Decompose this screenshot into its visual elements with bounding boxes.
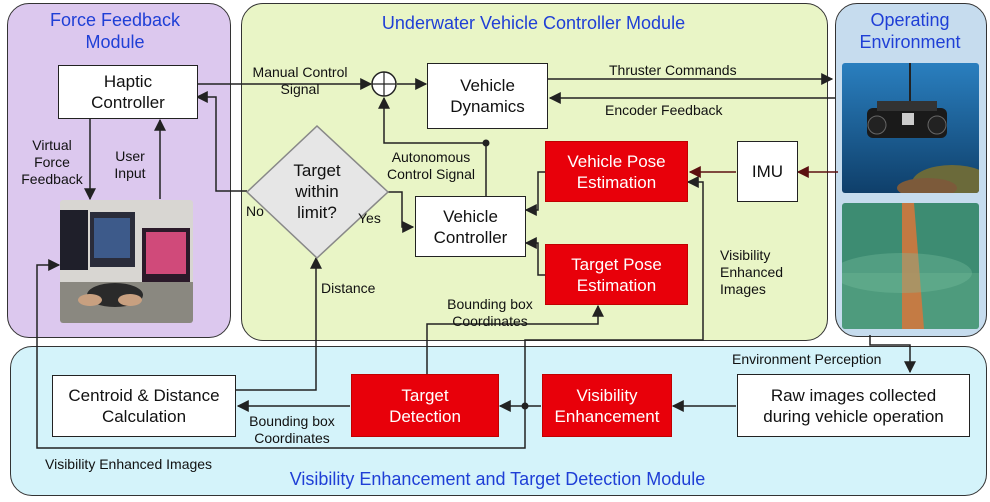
thruster-commands-label: Thruster Commands [609,62,737,78]
yes-branch-arrow [388,191,415,233]
target-pose-estimation-box: Target Pose Estimation [545,244,688,305]
user-input-label: User Input [114,148,146,181]
target-detection-box: Target Detection [351,374,499,437]
rov-photo [842,63,979,193]
vehicle-dynamics-box: Vehicle Dynamics [427,63,548,129]
centroid-distance-box: Centroid & Distance Calculation [52,375,236,437]
raw-images-box: Raw images collected during vehicle oper… [737,374,970,437]
virtual-force-label: Virtual Force Feedback [21,137,83,187]
target-within-limit-label: Target within limit? [293,161,341,222]
encoder-feedback-label: Encoder Feedback [605,102,723,118]
decision-diamond [245,124,390,260]
junction-dot [521,402,529,410]
manual-control-label: Manual Control Signal [252,64,348,97]
bbox-bottom-label: Bounding box Coordinates [249,413,335,446]
autonomous-control-label: Autonomous Control Signal [387,149,475,182]
no-label: No [246,203,264,219]
junction-dot [482,139,490,147]
enhanced-to-operator-arrow [36,259,526,449]
vehicle-controller-box: Vehicle Controller [415,196,526,257]
imu-box: IMU [737,141,798,202]
environment-title: Operating Environment [859,10,961,52]
vehicle-pose-estimation-box: Vehicle Pose Estimation [545,141,688,202]
target-pose-to-controller-arrow [524,237,545,276]
controller-module-title: Underwater Vehicle Controller Module [381,13,686,33]
environment-perception-label: Environment Perception [732,351,882,367]
visibility-enhanced-images-right-label: Visibility Enhanced Images [720,247,784,297]
pipeline-photo [842,203,979,329]
distance-arrow [236,256,322,391]
environment-perception-arrow [869,335,916,374]
pose-to-controller-arrow [524,171,545,216]
visibility-enhanced-images-bottom-label: Visibility Enhanced Images [45,456,213,472]
bbox-top-label: Bounding box Coordinates [447,296,533,329]
visibility-module-title: Visibility Enhancement and Target Detect… [289,469,706,489]
no-branch-arrow [195,91,247,192]
visibility-enhancement-box: Visibility Enhancement [542,374,672,437]
enhanced-to-pose-arrow [524,176,704,406]
autonomous-control-arrow [378,96,487,196]
force-feedback-module-title: Force Feedback Module [49,10,181,52]
haptic-controller-box: Haptic Controller [58,65,198,119]
summing-junction [371,71,397,97]
bbox-to-pose-arrow [426,304,604,374]
operator-photo [60,200,193,323]
yes-label: Yes [358,210,381,226]
distance-label: Distance [321,280,376,296]
